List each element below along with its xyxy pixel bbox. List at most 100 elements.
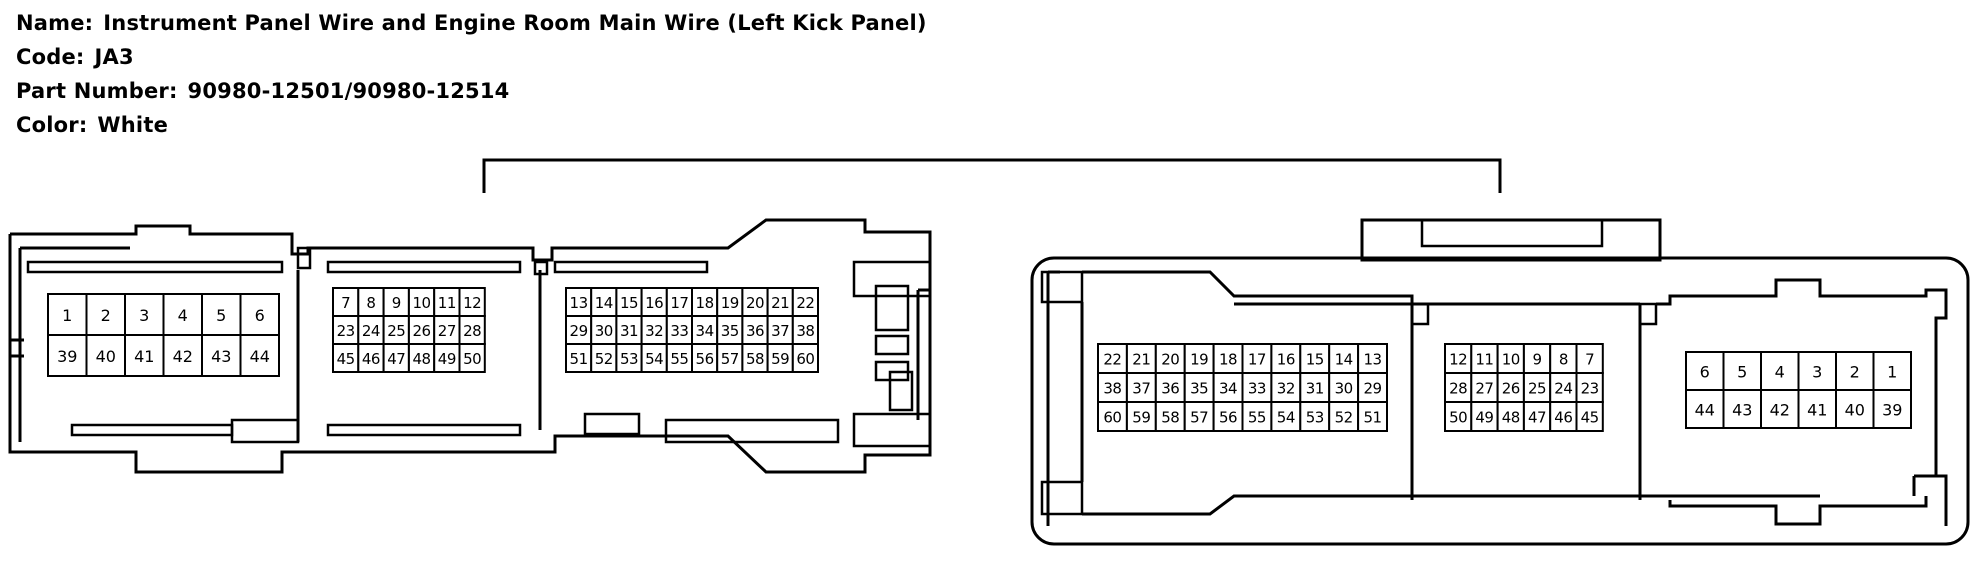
terminal-number: 35 [1190,380,1208,398]
terminal-number: 49 [438,350,456,368]
terminal-cell [47,293,88,336]
terminal-number: 51 [570,350,588,368]
terminal-cell [590,315,618,345]
terminal-number: 19 [721,294,739,312]
terminal-cell [1241,372,1273,403]
part-number-value: 90980-12501/90980-12514 [187,79,510,103]
terminal-number: 38 [796,322,814,340]
terminal-number: 54 [645,350,663,368]
terminal-cell [565,315,593,345]
terminal-number: 49 [1475,409,1493,427]
terminal-cell [1357,401,1388,432]
terminal-cell [791,343,819,373]
terminal-number: 10 [1502,351,1520,369]
terminal-number: 18 [1219,351,1237,369]
terminal-number: 11 [1475,351,1493,369]
terminal-number: 44 [1695,401,1715,420]
terminal-number: 31 [1306,380,1324,398]
terminal-number: 13 [1364,351,1382,369]
terminal-cell [1575,401,1604,432]
terminal-cell [1154,343,1186,374]
terminal-cell [615,287,643,317]
terminal-number: 17 [1248,351,1266,369]
name-row: Name:Instrument Panel Wire and Engine Ro… [16,6,927,40]
terminal-number: 12 [463,294,481,312]
connector-info: Name:Instrument Panel Wire and Engine Ro… [16,6,927,142]
terminal-number: 55 [1248,409,1266,427]
terminal-number: 18 [696,294,714,312]
terminal-number: 42 [173,347,193,366]
right-connector-housing [1030,218,1970,546]
terminal-cell [766,343,794,373]
terminal-number: 25 [387,322,405,340]
terminal-cell [382,343,410,373]
terminal-number: 21 [771,294,789,312]
terminal-cell [691,343,719,373]
terminal-number: 35 [721,322,739,340]
terminal-number: 55 [670,350,688,368]
terminal-number: 47 [387,350,405,368]
terminal-number: 28 [463,322,481,340]
terminal-cell [458,343,486,373]
terminal-number: 31 [620,322,638,340]
terminal-number: 34 [696,322,714,340]
terminal-number: 30 [595,322,613,340]
terminal-number: 1 [1887,363,1897,382]
color-label: Color: [16,113,88,137]
terminal-number: 21 [1132,351,1150,369]
terminal-number: 20 [1161,351,1179,369]
color-value: White [97,113,169,137]
terminal-number: 7 [1585,351,1594,369]
terminal-cell [615,315,643,345]
terminal-number: 14 [1335,351,1353,369]
terminal-cell [1328,372,1360,403]
terminal-number: 29 [570,322,588,340]
code-row: Code:JA3 [16,40,927,74]
terminal-cell [85,334,126,377]
terminal-number: 3 [1812,363,1822,382]
terminal-number: 52 [595,350,613,368]
terminal-number: 13 [570,294,588,312]
terminal-number: 57 [721,350,739,368]
terminal-number: 32 [1277,380,1295,398]
terminal-number: 24 [362,322,380,340]
terminal-number: 51 [1364,409,1382,427]
terminal-number: 4 [178,306,188,325]
terminal-cell [640,343,668,373]
left-connector-housing [8,218,932,474]
terminal-number: 27 [438,322,456,340]
terminal-number: 46 [362,350,380,368]
terminal-number: 6 [255,306,265,325]
terminal-cell [85,293,126,336]
terminal-cell [1575,343,1604,374]
terminal-number: 32 [645,322,663,340]
terminal-cell [665,343,693,373]
terminal-cell [162,293,203,336]
terminal-number: 5 [216,306,226,325]
terminal-number: 33 [670,322,688,340]
terminal-cell [766,287,794,317]
pairing-bracket [482,158,1502,193]
terminal-cell [716,315,744,345]
terminal-cell [1241,401,1273,432]
terminal-number: 27 [1475,380,1493,398]
terminal-cell [1522,401,1552,432]
terminal-number: 4 [1775,363,1785,382]
terminal-number: 22 [796,294,814,312]
terminal-number: 9 [1533,351,1542,369]
terminal-cell [407,315,436,345]
terminal-number: 8 [1559,351,1568,369]
terminal-number: 57 [1190,409,1208,427]
terminal-number: 7 [341,294,350,312]
terminal-number: 45 [1581,409,1599,427]
terminal-number: 47 [1528,409,1546,427]
terminal-cell [239,293,280,336]
terminal-number: 53 [620,350,638,368]
terminal-number: 3 [139,306,149,325]
